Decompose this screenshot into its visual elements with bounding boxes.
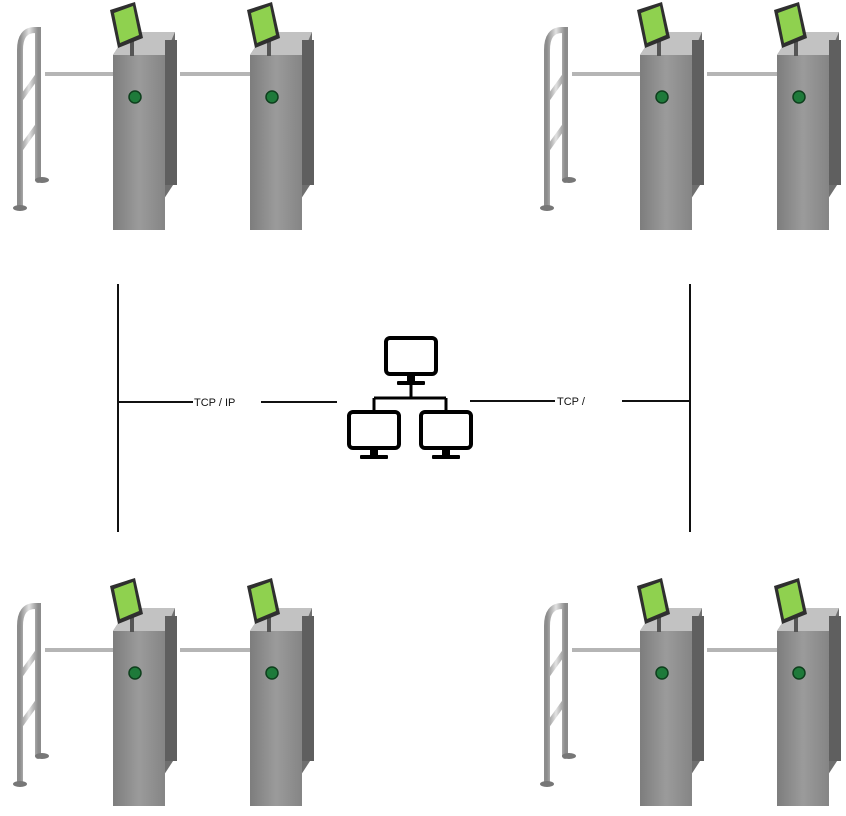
left-link-label: TCP / IP (194, 397, 235, 409)
turnstile-icon (540, 2, 841, 230)
top-monitor-icon (384, 336, 438, 387)
connection-lines (117, 284, 691, 532)
turnstile-icon (13, 578, 314, 806)
turnstile-group-bottom-right (540, 578, 841, 806)
turnstile-group-top-right (540, 2, 841, 230)
right-monitor-icon (419, 410, 473, 461)
turnstile-group-top-left (13, 2, 314, 230)
turnstile-group-bottom-left (13, 578, 314, 806)
network-computers-icon (347, 336, 473, 461)
turnstile-icon (13, 2, 314, 230)
left-monitor-icon (347, 410, 401, 461)
right-link-label: TCP / (557, 396, 586, 408)
turnstile-icon (540, 578, 841, 806)
